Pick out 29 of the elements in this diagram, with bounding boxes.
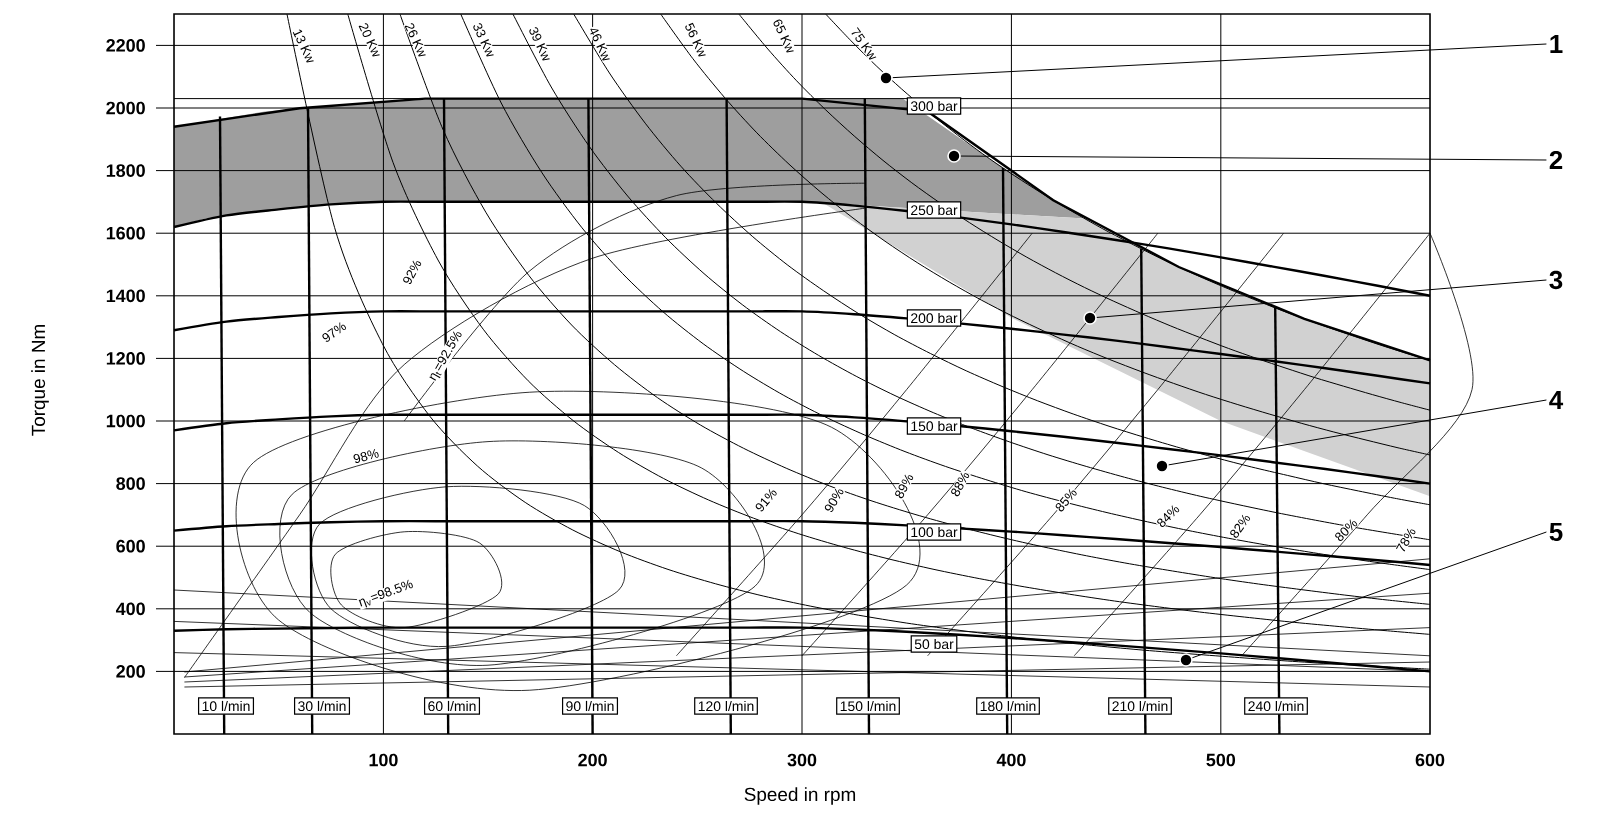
axis-tick-label: 100	[369, 753, 398, 767]
callout-number: 2	[1549, 150, 1563, 170]
axis-tick-label: 300	[787, 753, 817, 767]
axis-tick-label: 2000	[106, 101, 145, 115]
axis-tick-label: 500	[1206, 753, 1236, 767]
leader-line	[892, 43, 1547, 79]
axis-tick-label: 800	[116, 477, 145, 490]
callout-number: 1	[1550, 35, 1563, 53]
axis-tick-label: 1600	[106, 226, 145, 240]
axis-tick-label: 1000	[106, 414, 145, 428]
axis-title: Speed in rpm	[744, 787, 856, 805]
axis-tick-label: 600	[1415, 753, 1445, 767]
callout-number: 3	[1549, 270, 1563, 290]
axis-tick-label: 1400	[106, 289, 145, 303]
axis-tick-label: 600	[116, 539, 145, 553]
axis-title: Torque in Nm	[31, 325, 49, 436]
leader-line	[1191, 531, 1547, 659]
leader-line	[960, 155, 1547, 161]
leader-line	[1168, 399, 1547, 466]
axis-tick-label: 1800	[106, 164, 145, 177]
axis-tick-label: 200	[116, 665, 145, 678]
axis-tick-label: 200	[578, 753, 607, 767]
axis-tick-label: 400	[996, 753, 1026, 767]
callout-number: 4	[1549, 391, 1564, 409]
axis-tick-label: 1200	[106, 352, 145, 365]
axis-tick-label: 400	[115, 602, 145, 616]
callout-number: 5	[1549, 522, 1563, 542]
leader-line	[1096, 279, 1547, 318]
axis-tick-label: 2200	[106, 39, 145, 52]
